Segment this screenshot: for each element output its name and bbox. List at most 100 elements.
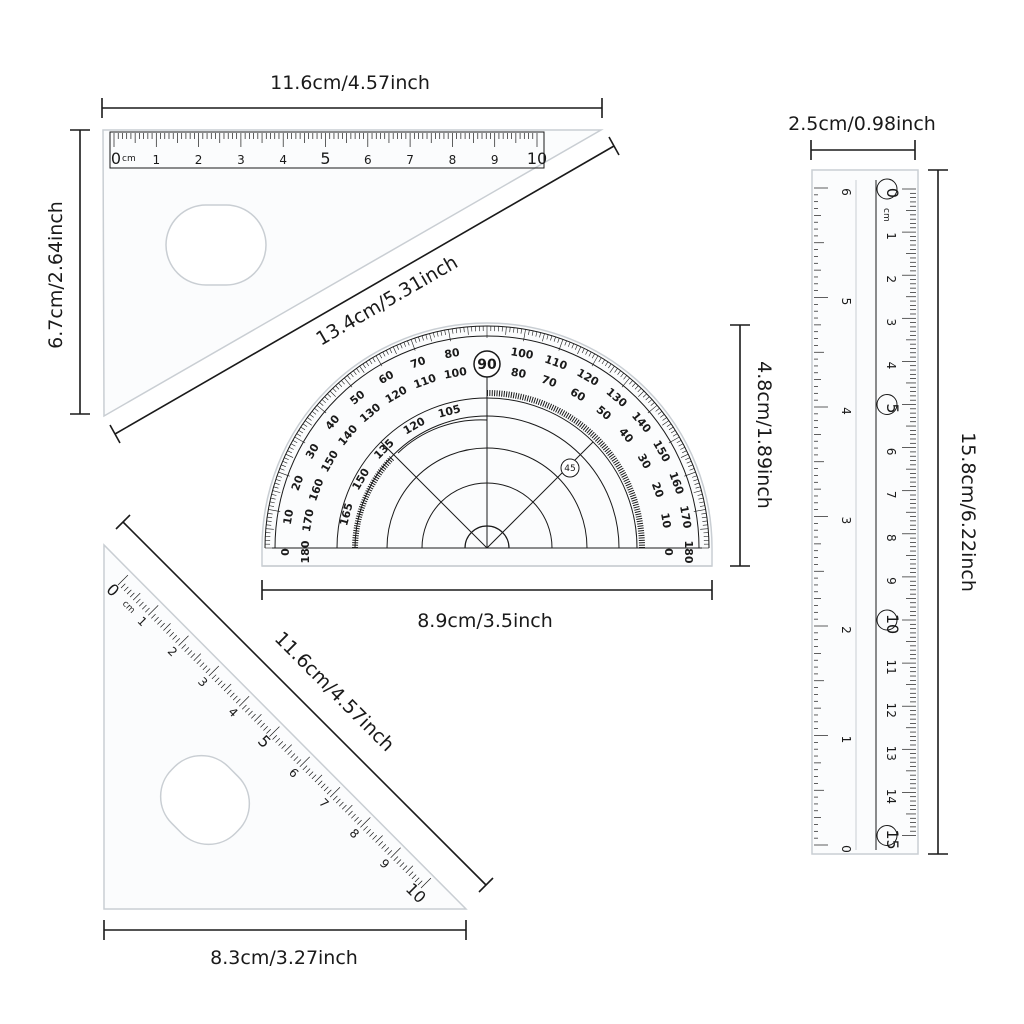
tick-mark: [407, 340, 410, 346]
tick-mark: [160, 622, 165, 628]
tick-mark: [314, 774, 323, 783]
tick-mark: [701, 512, 707, 515]
tick-mark: [348, 810, 353, 816]
tick-mark: [323, 786, 329, 792]
tick-mark: [657, 411, 663, 415]
tick-mark: [647, 405, 658, 414]
tick-mark: [278, 471, 290, 477]
tick-mark: [405, 865, 414, 874]
tick-mark: [311, 411, 317, 415]
tick-mark: [387, 850, 393, 855]
tick-mark: [178, 635, 189, 646]
tick-mark: [417, 880, 423, 886]
tick-mark: [668, 436, 680, 444]
protractor-90-label: 90: [477, 357, 497, 373]
tick-mark: [266, 520, 272, 522]
triangle-top-number: 3: [237, 153, 245, 167]
protractor-outer-number: 0: [279, 548, 292, 556]
tick-mark: [284, 457, 289, 461]
tick-mark: [151, 613, 156, 619]
tick-mark: [436, 331, 439, 337]
tick-mark: [307, 417, 312, 421]
tick-mark: [263, 725, 268, 731]
protractor-outer-number: 180: [682, 541, 695, 564]
tick-mark: [697, 494, 703, 496]
tick-mark: [396, 859, 402, 865]
tick-mark: [305, 768, 311, 774]
tick-mark: [284, 744, 292, 752]
tick-mark: [414, 877, 420, 883]
tick-mark: [226, 689, 232, 695]
tick-mark: [463, 327, 465, 333]
tick-mark: [302, 765, 308, 771]
tick-mark: [414, 337, 417, 343]
tick-mark: [126, 589, 132, 595]
straight-ruler-cm-number: 12: [884, 703, 898, 718]
tick-mark: [326, 789, 332, 795]
tick-mark: [421, 335, 424, 341]
tick-mark: [287, 450, 293, 454]
tick-mark: [302, 423, 308, 427]
tick-mark: [553, 336, 556, 342]
tick-mark: [272, 490, 281, 493]
tick-mark: [350, 372, 354, 378]
grip-hole-top: [165, 204, 267, 286]
tick-mark: [699, 505, 705, 507]
tick-mark: [294, 436, 306, 444]
straight-ruler-inch-number: 1: [839, 736, 853, 744]
protractor-outer-number: 170: [677, 505, 694, 530]
triangle-top-number: 4: [279, 153, 287, 167]
tick-mark: [245, 707, 250, 713]
straight-ruler-inch-number: 5: [839, 298, 853, 306]
tick-mark: [692, 475, 698, 478]
protractor-90-marker: [473, 350, 501, 378]
tick-mark: [281, 744, 287, 749]
tick-mark: [645, 396, 650, 401]
tick-mark: [699, 501, 705, 504]
triangle-top-number: 7: [406, 153, 414, 167]
straight-ruler-cm-number: 10: [883, 614, 902, 634]
straight-ruler-cm-number: 0: [883, 188, 902, 198]
tick-mark: [402, 865, 408, 871]
tick-mark: [269, 501, 275, 504]
tick-mark: [181, 644, 187, 649]
tick-mark: [451, 328, 454, 334]
tick-mark: [403, 342, 406, 347]
tick-mark: [444, 330, 446, 336]
dim-protractor-width: 8.9cm/3.5inch: [417, 610, 553, 632]
tick-mark: [271, 494, 277, 496]
tick-mark: [141, 604, 147, 610]
tick-mark: [217, 680, 223, 686]
tick-mark: [564, 340, 567, 346]
tick-mark: [321, 399, 326, 404]
tick-mark: [604, 361, 609, 367]
tick-mark: [169, 632, 175, 637]
tick-mark: [571, 343, 575, 349]
triangle-bottom-ticks: [117, 574, 432, 889]
tick-mark: [267, 512, 273, 515]
tick-mark: [598, 357, 602, 363]
tick-mark: [304, 420, 312, 426]
tick-mark: [662, 417, 667, 421]
tick-mark: [408, 871, 414, 877]
protractor-outer-ticks: [265, 326, 709, 549]
tick-mark: [345, 804, 353, 813]
tick-mark: [680, 446, 685, 450]
protractor-outer-number: 80: [443, 346, 461, 362]
tick-mark: [266, 728, 271, 734]
tick-mark: [360, 817, 371, 828]
tick-mark: [379, 353, 383, 359]
tick-mark: [287, 750, 293, 755]
tick-mark: [418, 336, 421, 342]
tick-mark: [623, 375, 627, 380]
tick-mark: [347, 375, 351, 380]
protractor-inner-number: 100: [443, 365, 468, 382]
tick-mark: [276, 475, 282, 478]
tick-mark: [166, 628, 171, 634]
tick-mark: [411, 874, 417, 880]
tick-mark: [382, 351, 386, 357]
tick-mark: [433, 332, 435, 338]
